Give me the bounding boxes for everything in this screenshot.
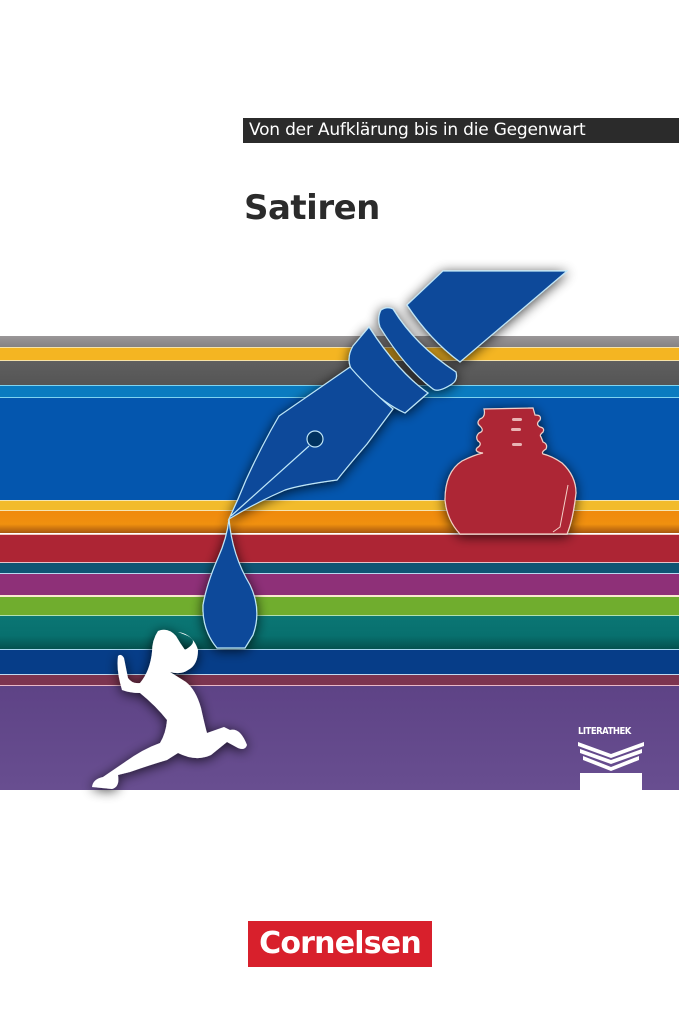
book-title: Satiren xyxy=(244,188,380,228)
stripe-gray xyxy=(0,336,679,347)
series-label-bar: Von der Aufklärung bis in die Gegenwart xyxy=(243,118,679,143)
publisher-name: Cornelsen xyxy=(259,926,422,961)
stripe-teal xyxy=(0,616,679,650)
stripe-mauve xyxy=(0,675,679,686)
stripe-green xyxy=(0,597,679,616)
ink-drop-icon xyxy=(202,518,258,649)
ink-bottle-icon xyxy=(444,407,577,535)
running-man-icon xyxy=(92,629,247,789)
literathek-wordmark: LITERATHEK xyxy=(578,726,631,737)
series-label: Von der Aufklärung bis in die Gegenwart xyxy=(249,120,586,140)
literathek-logo: LITERATHEK xyxy=(578,726,644,790)
stripe-red xyxy=(0,534,679,563)
stripe-navy xyxy=(0,650,679,675)
stripe-yellow-2 xyxy=(0,500,679,511)
fountain-pen-icon xyxy=(227,270,569,521)
stripe-magenta xyxy=(0,574,679,597)
literathek-book-icon xyxy=(578,742,644,790)
publisher-logo: Cornelsen xyxy=(248,921,432,967)
stripe-petrol xyxy=(0,563,679,574)
stripe-yellow xyxy=(0,347,679,361)
